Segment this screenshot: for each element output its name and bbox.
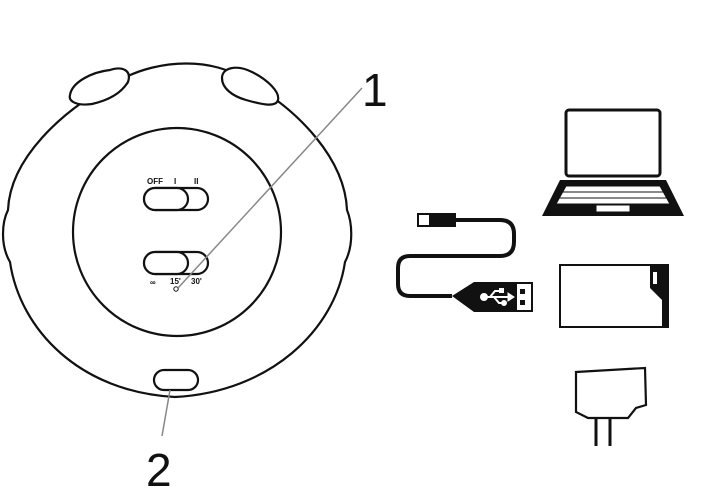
control-panel	[71, 126, 283, 338]
right-ear	[220, 66, 280, 106]
laptop-icon	[542, 108, 684, 216]
switch-label-off: OFF	[147, 177, 163, 186]
power-switch[interactable]	[142, 186, 210, 212]
timer-label-30: 30'	[191, 277, 202, 286]
bottom-button[interactable]	[152, 368, 200, 392]
callout-1-leader	[177, 87, 363, 289]
usb-cable-icon	[396, 213, 533, 312]
switch-label-two: II	[194, 177, 198, 186]
left-ear	[68, 67, 130, 106]
timer-label-15: 15'	[170, 277, 181, 286]
callout-1: 1	[362, 64, 388, 116]
switch-label-one: I	[174, 177, 176, 186]
power-bank-icon	[559, 264, 669, 328]
wall-adapter-icon	[574, 366, 648, 446]
device	[1, 62, 353, 399]
callout-2: 2	[146, 444, 172, 496]
timer-label-infinity: ∞	[150, 278, 156, 287]
reset-hole	[173, 286, 179, 292]
timer-switch[interactable]	[142, 250, 210, 276]
usb-symbol-icon	[480, 288, 515, 306]
callout-2-leader	[161, 389, 171, 437]
